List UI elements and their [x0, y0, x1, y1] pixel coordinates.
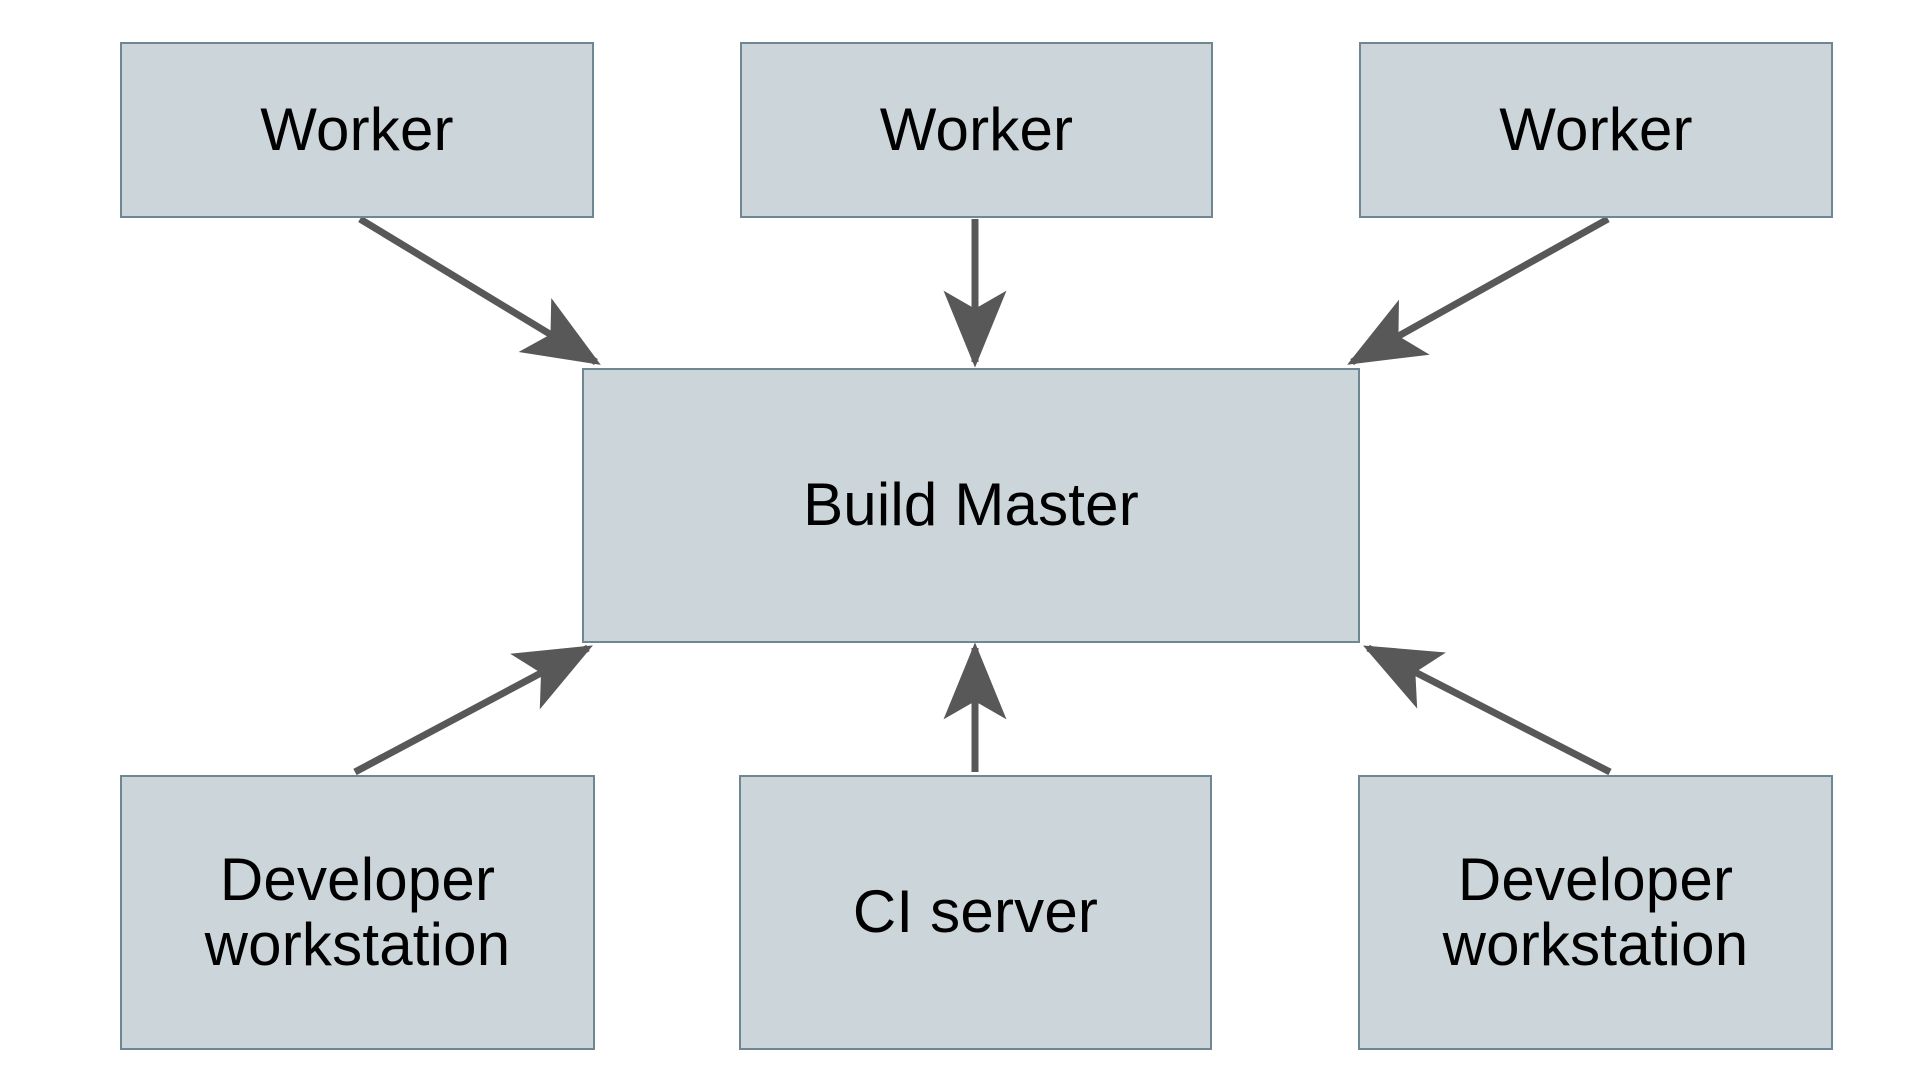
node-dev-workstation-right-label: Developer workstation — [1442, 845, 1749, 978]
node-worker-1[interactable]: Worker — [120, 42, 594, 218]
node-build-master-label: Build Master — [803, 471, 1139, 539]
node-dev-workstation-left-label: Developer workstation — [204, 845, 511, 978]
node-ci-server-label: CI server — [852, 878, 1099, 946]
node-dev-workstation-right[interactable]: Developer workstation — [1358, 775, 1833, 1050]
edge-worker-1-to-build-master — [358, 216, 601, 365]
node-build-master[interactable]: Build Master — [582, 368, 1360, 643]
node-worker-1-label: Worker — [260, 95, 454, 163]
node-worker-3-label: Worker — [1499, 95, 1693, 163]
node-worker-2-label: Worker — [879, 95, 1074, 163]
edge-worker-3-to-build-master — [1347, 215, 1610, 366]
edge-dev-workstation-left-to-build-master — [353, 644, 593, 776]
node-dev-workstation-left[interactable]: Developer workstation — [120, 775, 595, 1050]
node-worker-2[interactable]: Worker — [740, 42, 1213, 218]
node-ci-server[interactable]: CI server — [739, 775, 1212, 1050]
node-worker-3[interactable]: Worker — [1359, 42, 1833, 218]
edge-dev-workstation-right-to-build-master — [1363, 644, 1612, 776]
